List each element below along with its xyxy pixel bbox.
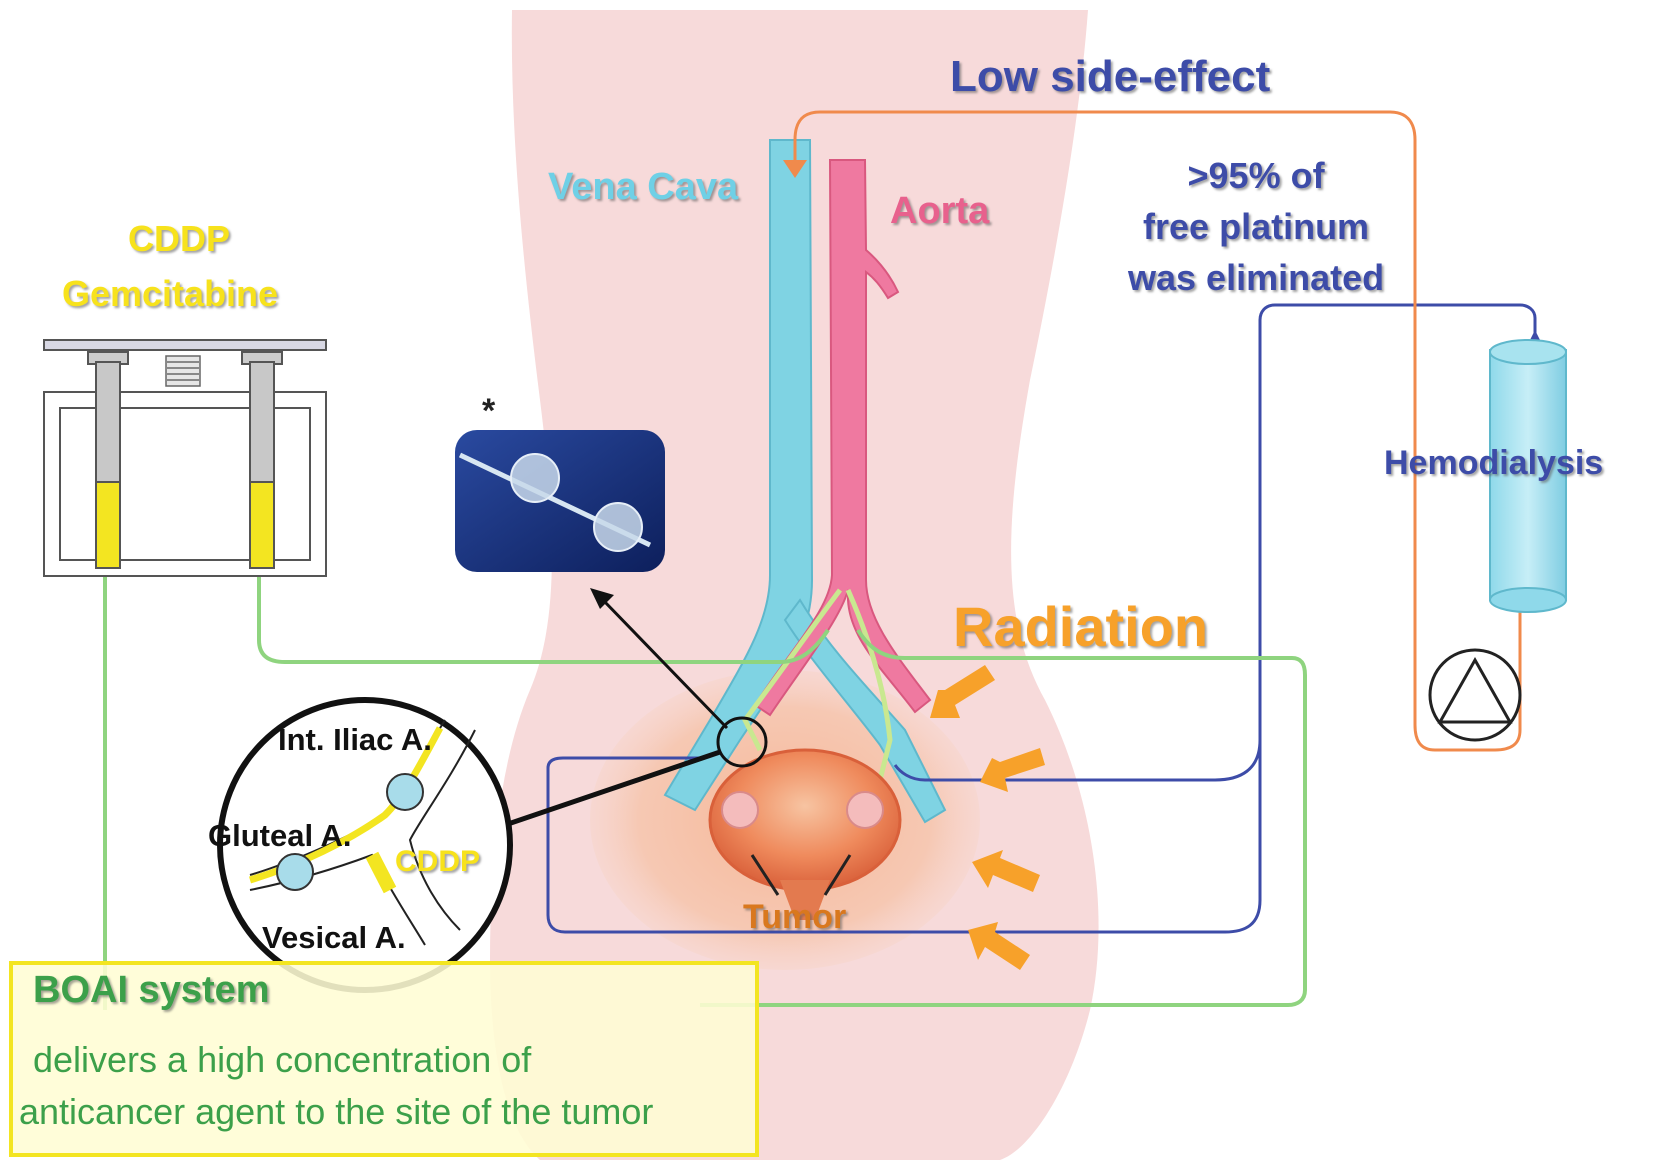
syringe-pump bbox=[43, 339, 327, 577]
catheter-tube-loop bbox=[700, 628, 1307, 1007]
dialyzer-bottom bbox=[1489, 587, 1567, 613]
tumor-right bbox=[846, 791, 884, 829]
platinum-line-2: free platinum bbox=[1143, 206, 1370, 248]
tumor-pointer-right bbox=[823, 854, 852, 896]
low-side-effect-label: Low side-effect bbox=[950, 52, 1271, 101]
pump-triangle bbox=[1437, 656, 1513, 724]
aorta-label: Aorta bbox=[890, 190, 990, 232]
dialysis-pelvic-loop bbox=[546, 700, 1262, 934]
photo-pointer-line bbox=[601, 598, 729, 730]
inset-balloon-upper bbox=[386, 773, 424, 811]
dialysis-pump bbox=[1428, 648, 1522, 742]
boai-title: BOAI system bbox=[33, 969, 270, 1011]
dialyzer-cylinder bbox=[1489, 349, 1567, 601]
cddp-drug-label: CDDP bbox=[128, 218, 231, 259]
bladder-neck bbox=[780, 880, 830, 920]
balloon-lower bbox=[593, 502, 643, 552]
photo-pointer-head bbox=[590, 588, 614, 609]
balloon-upper bbox=[510, 453, 560, 503]
vena-cava-label: Vena Cava bbox=[548, 166, 739, 208]
gluteal-label: Gluteal A. bbox=[208, 818, 352, 853]
tumor-left bbox=[721, 791, 759, 829]
dialysis-blood-line bbox=[893, 303, 1550, 782]
vesical-label: Vesical A. bbox=[262, 920, 406, 955]
inset-cddp-label: CDDP bbox=[395, 845, 481, 878]
radiation-label: Radiation bbox=[953, 595, 1209, 658]
boai-system-box: BOAI system delivers a high concentratio… bbox=[9, 961, 759, 1157]
catheter-tube-right bbox=[257, 568, 830, 664]
inset-cddp-flow bbox=[365, 851, 397, 894]
return-arrow-head bbox=[783, 160, 807, 178]
return-blood-line bbox=[793, 110, 1522, 752]
platinum-eliminated-label: >95% of free platinum was eliminated bbox=[1128, 150, 1384, 303]
radiation-arrows bbox=[930, 665, 1045, 970]
catheter-right-in-vessel bbox=[845, 588, 893, 781]
dialyzer-top bbox=[1489, 339, 1567, 365]
hemodialysis-label: Hemodialysis bbox=[1384, 444, 1604, 482]
platinum-line-1: >95% of bbox=[1187, 155, 1325, 196]
tumor-pointer-left bbox=[750, 854, 780, 896]
platinum-line-3: was eliminated bbox=[1128, 257, 1385, 299]
boai-description-line-2: anticancer agent to the site of the tumo… bbox=[19, 1091, 654, 1132]
gemcitabine-drug-label: Gemcitabine bbox=[62, 273, 279, 314]
int-iliac-label: Int. Iliac A. bbox=[278, 722, 432, 757]
magnifier-connector bbox=[504, 749, 721, 828]
magnifier-small-circle bbox=[716, 716, 768, 768]
inset-balloon-lower bbox=[276, 853, 314, 891]
photo-asterisk: * bbox=[482, 392, 496, 430]
tumor-label: Tumor bbox=[743, 898, 847, 936]
boai-description-line-1: delivers a high concentration of bbox=[33, 1039, 532, 1080]
